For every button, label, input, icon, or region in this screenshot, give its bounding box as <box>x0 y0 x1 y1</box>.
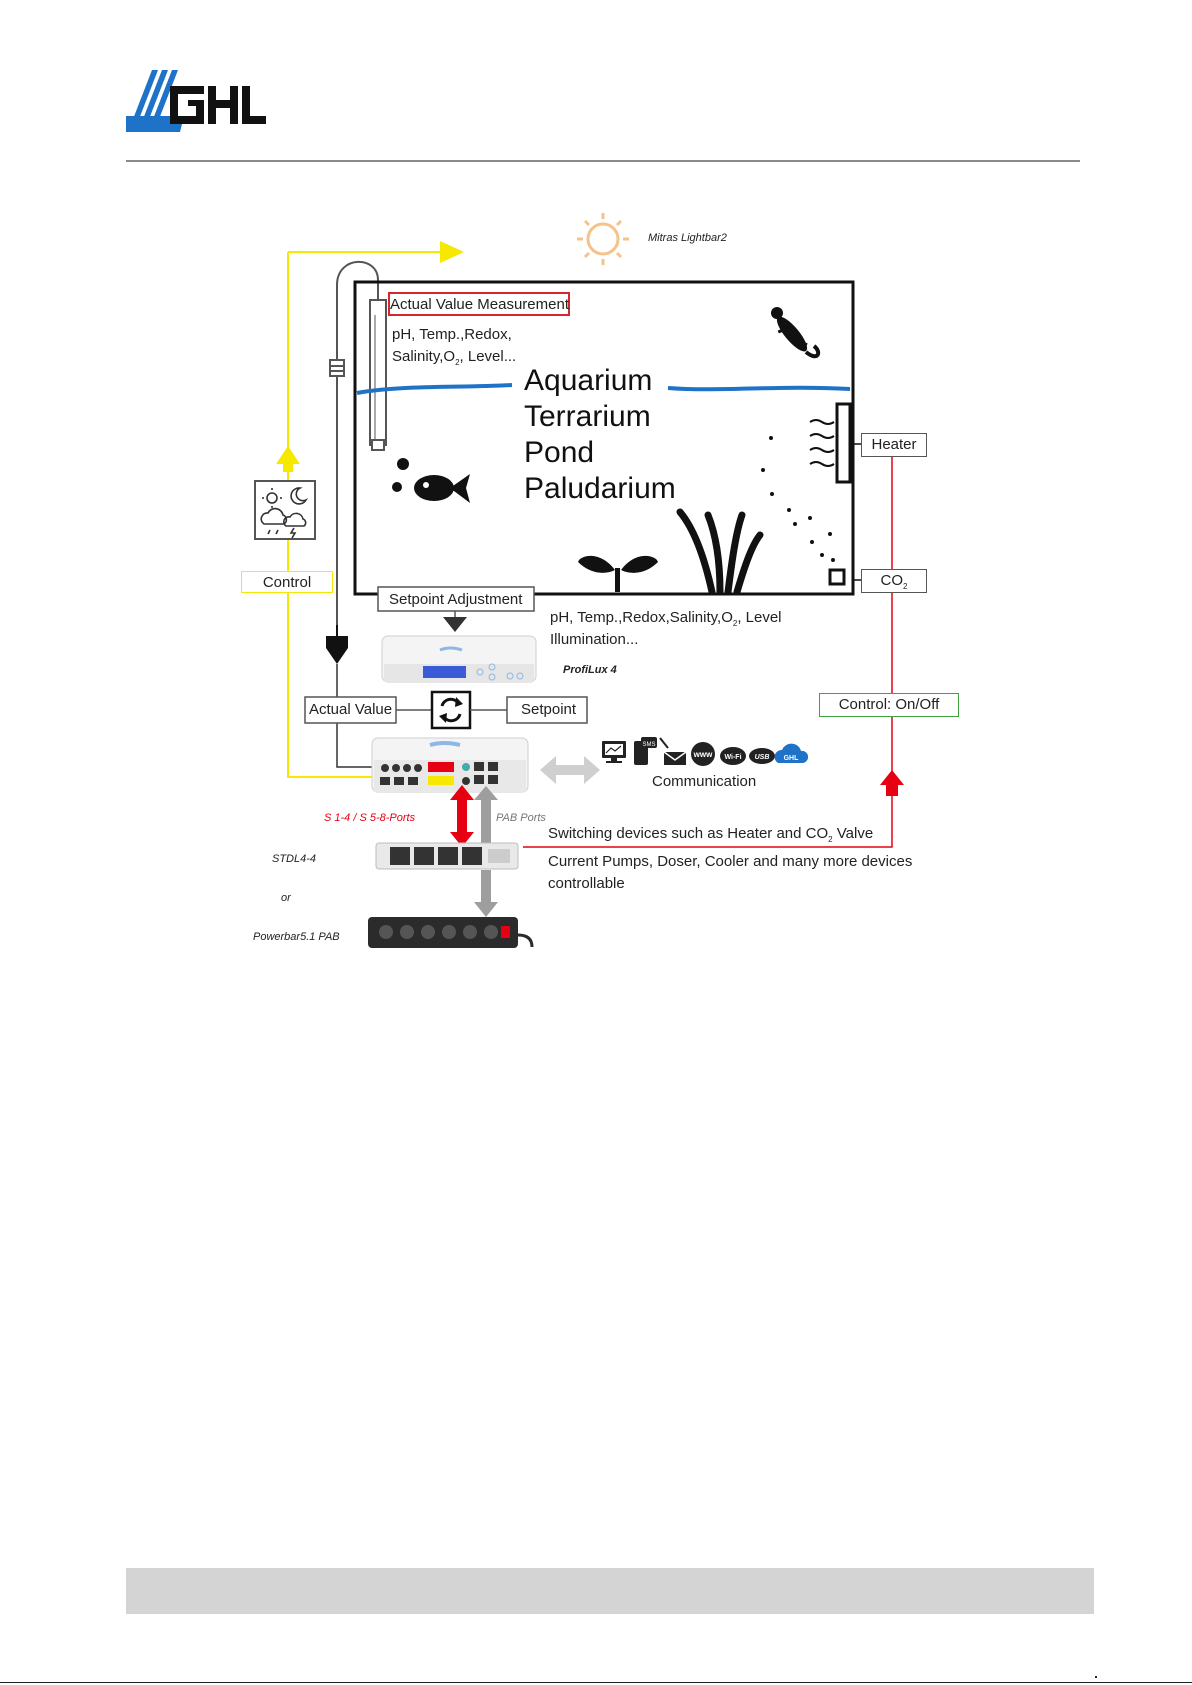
mail-icon <box>659 737 687 765</box>
yellow-arrow-right <box>440 241 464 263</box>
or-label: or <box>281 892 291 904</box>
fish-icon <box>392 458 470 503</box>
header-rule <box>126 160 1080 162</box>
control-diagram: SMS www Wi-Fi USB GHL <box>254 213 904 948</box>
heater-label: Heater <box>861 433 927 457</box>
s-ports-label: S 1-4 / S 5-8-Ports <box>324 812 416 824</box>
gecko-icon <box>771 307 821 359</box>
env-paludarium: Paludarium <box>524 472 676 505</box>
co2-label: CO2 <box>861 569 927 593</box>
controller-device <box>371 737 529 793</box>
switching-devices-label: Switching devices such as Heater and CO2… <box>548 825 874 844</box>
red-arrow-up <box>880 770 904 796</box>
powerbar-device <box>368 917 534 948</box>
stdl-label: STDL4-4 <box>272 853 317 865</box>
actual-value-measurement-label: Actual Value Measurement <box>388 292 570 316</box>
ghl-cloud-icon: GHL <box>774 743 809 763</box>
sun-icon <box>577 213 629 265</box>
ghl-cloud-icon-text: GHL <box>784 755 800 762</box>
heat-waves <box>809 419 835 467</box>
usb-icon-text: USB <box>755 754 770 761</box>
www-icon-text: www <box>693 750 713 759</box>
seedling-icon <box>578 555 658 592</box>
env-pond: Pond <box>524 436 595 469</box>
powerbar-label: Powerbar5.1 PAB <box>253 931 340 943</box>
wifi-icon: Wi-Fi <box>720 747 746 765</box>
usb-icon: USB <box>749 748 775 764</box>
pab-ports-arrow-up <box>474 786 498 847</box>
s-ports-arrow <box>450 785 474 847</box>
page-corner-mark <box>1095 1676 1097 1678</box>
actual-value-label: Actual Value <box>309 701 393 718</box>
actual-value-arrow-down <box>326 636 348 664</box>
wifi-icon-text: Wi-Fi <box>724 754 741 761</box>
ghl-logo <box>126 70 266 132</box>
measure-line2: Salinity,O2, Level... <box>392 348 517 367</box>
www-icon: www <box>691 742 715 766</box>
pab-ports-arrow-down <box>474 870 498 917</box>
env-aquarium: Aquarium <box>524 364 653 397</box>
heater-element <box>835 402 852 484</box>
sms-icon-text: SMS <box>642 742 655 748</box>
weather-icon <box>260 487 309 539</box>
grass-icon <box>676 508 764 596</box>
measure-line1: pH, Temp.,Redox, <box>392 326 512 343</box>
water-wave-left <box>356 383 513 395</box>
current-devices-line2: controllable <box>548 875 625 892</box>
yellow-control-path <box>287 251 440 778</box>
sms-icon: SMS <box>634 737 657 765</box>
setpoint-line2: Illumination... <box>550 631 639 648</box>
sensor-probe <box>329 260 387 625</box>
setpoint-arrow-down <box>443 617 467 632</box>
control-label: Control <box>241 571 333 593</box>
pab-ports-label: PAB Ports <box>496 812 546 824</box>
setpoint-line1: pH, Temp.,Redox,Salinity,O2, Level <box>550 609 782 628</box>
footer-bar <box>126 1568 1094 1614</box>
communication-label: Communication <box>652 773 757 790</box>
current-devices-line1: Current Pumps, Doser, Cooler and many mo… <box>548 853 913 870</box>
communication-arrow <box>540 756 600 784</box>
control-onoff-label: Control: On/Off <box>819 693 959 717</box>
profilux-4-device <box>381 635 537 683</box>
profilux-label: ProfiLux 4 <box>563 664 617 676</box>
tank-outline <box>353 280 855 596</box>
lightbar-label: Mitras Lightbar2 <box>648 232 727 244</box>
control-loop-box <box>430 690 472 730</box>
env-terrarium: Terrarium <box>524 400 651 433</box>
weather-box <box>254 480 316 540</box>
setpoint-label: Setpoint <box>521 701 577 718</box>
bottom-rule <box>0 1682 1192 1683</box>
yellow-arrow-up <box>276 446 300 472</box>
monitor-icon <box>602 741 626 763</box>
co2-diffuser <box>828 568 846 586</box>
setpoint-adjustment-label: Setpoint Adjustment <box>389 591 523 608</box>
co2-bubbles <box>761 436 835 562</box>
stdl4-4-device <box>375 842 519 870</box>
water-wave-right <box>667 385 851 392</box>
